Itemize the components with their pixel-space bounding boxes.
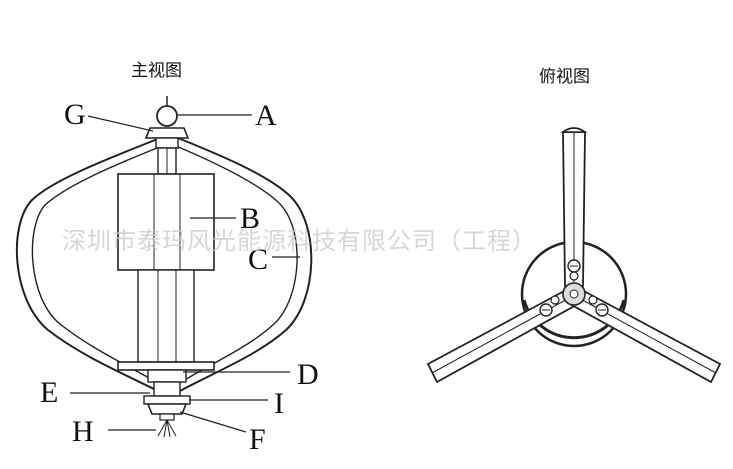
label-f: F [249, 423, 266, 456]
curved-blade-frame [15, 137, 313, 393]
top-view: 俯视图 [426, 67, 722, 384]
top-hub [144, 127, 190, 149]
lower-shaft [137, 269, 195, 363]
label-i: I [274, 387, 284, 420]
upper-shaft [157, 147, 177, 175]
top-view-bolts [539, 259, 609, 317]
cable-output [157, 419, 177, 438]
label-e: E [40, 376, 58, 409]
watermark-text: 深圳市泰玛风光能源科技有限公司（工程） [62, 227, 537, 255]
front-view: 主视图 [15, 61, 319, 456]
top-view-center-hub [562, 282, 586, 306]
label-h: H [72, 415, 94, 448]
label-b: B [240, 202, 260, 235]
label-a: A [255, 99, 277, 132]
bottom-bearing [143, 381, 191, 405]
label-d: D [297, 358, 319, 391]
top-sensor-ball [156, 96, 178, 127]
label-g: G [64, 98, 86, 131]
front-view-title: 主视图 [131, 61, 182, 81]
generator-body [117, 173, 215, 271]
label-c: C [248, 243, 268, 276]
top-view-arm-up [560, 127, 588, 287]
top-view-title: 俯视图 [539, 67, 590, 87]
leader-lines [70, 114, 300, 433]
